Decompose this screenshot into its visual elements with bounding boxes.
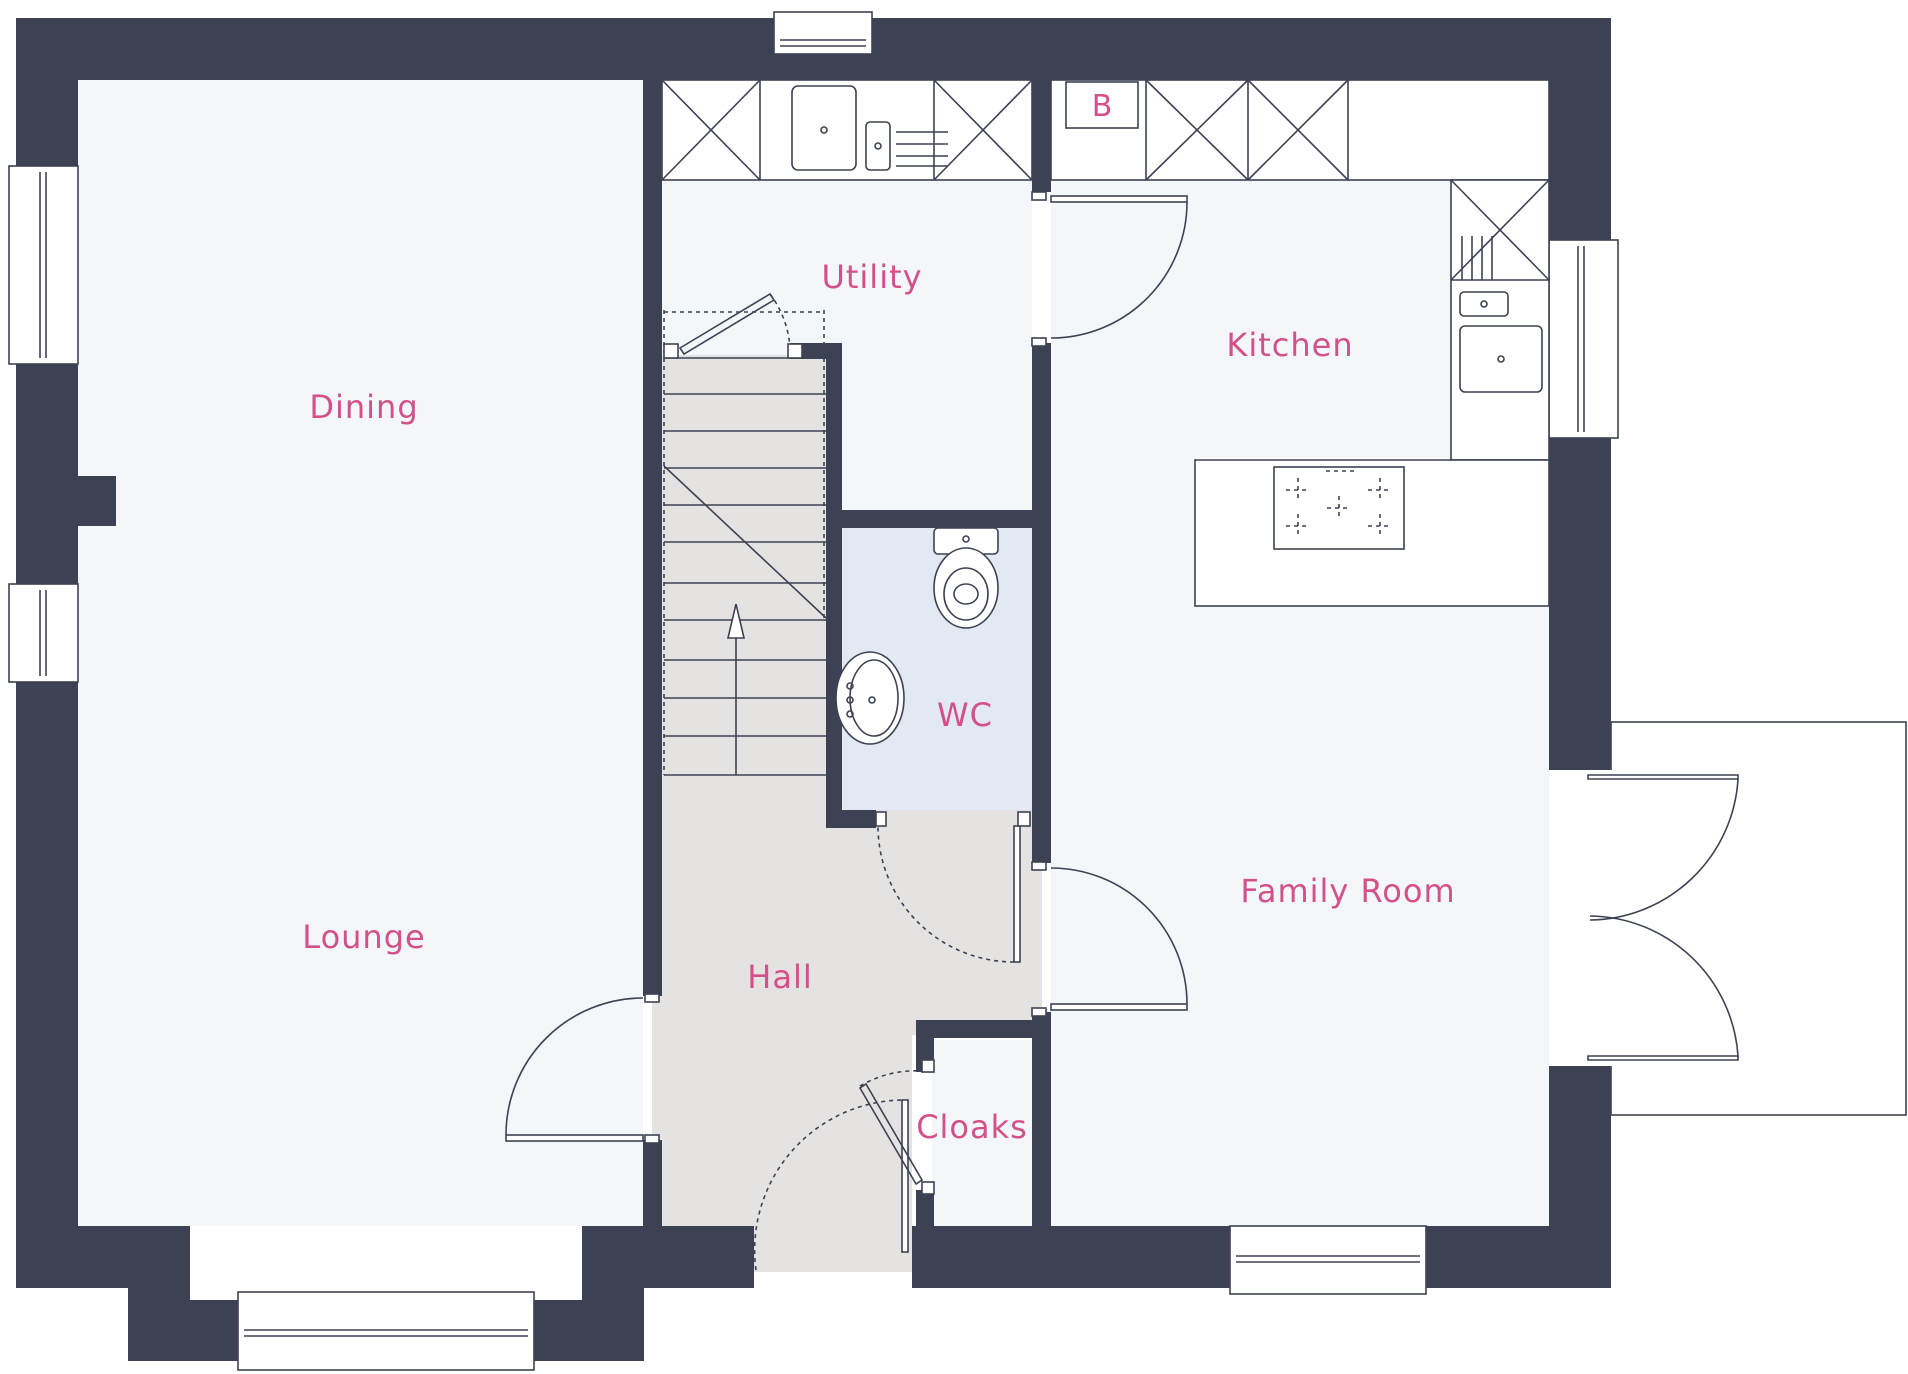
door-lounge-hall [505, 993, 660, 1144]
door-wc [875, 811, 1031, 963]
floor-areas [78, 80, 1549, 1272]
staircase [663, 292, 827, 776]
wc-fittings [835, 527, 999, 745]
patio-door-opening [1549, 770, 1619, 1066]
label-wc: WC [937, 696, 993, 734]
doors [505, 191, 1188, 1271]
boiler [1065, 81, 1139, 129]
stair-gate [678, 292, 776, 356]
wall-wc-top [826, 510, 1051, 528]
door-cloaks [858, 1059, 935, 1195]
wall-stair-side [826, 343, 842, 828]
cloaks-floor [932, 1040, 1032, 1226]
kitchen-units: B [1050, 79, 1550, 607]
room-labels: Dining Lounge Utility Kitchen WC Hall Cl… [302, 258, 1455, 1146]
door-front [753, 1099, 909, 1271]
utility-floor-lower [838, 350, 1032, 512]
label-lounge: Lounge [302, 918, 425, 956]
window-right-kitchen [1548, 239, 1619, 439]
french-door-swing-bottom [1589, 915, 1739, 1057]
wall-lounge-hall-lower [643, 1140, 662, 1226]
windows [8, 11, 1619, 1371]
wall-lounge-hall-upper [643, 80, 662, 996]
wall-utility-kitchen-mid [1032, 343, 1051, 863]
stair-hall-floor [662, 355, 830, 775]
dining-lounge-floor [78, 80, 643, 1226]
wall-hall-family [1032, 1012, 1051, 1226]
utility-sink [791, 85, 857, 171]
french-door-swing-top [1589, 778, 1739, 921]
door-utility-kitchen [1031, 191, 1188, 347]
hob [1273, 466, 1405, 550]
wc-pan [933, 547, 999, 629]
wall-cloaks-left-lower [916, 1190, 934, 1226]
utility-units [661, 79, 1033, 181]
window-bottom-family [1229, 1225, 1427, 1295]
window-left-dining-lower [8, 583, 79, 683]
utility-drainer-bowl [865, 121, 891, 171]
door-hall-family [1031, 861, 1188, 1017]
window-bottom-lounge [237, 1291, 535, 1371]
label-kitchen: Kitchen [1226, 326, 1353, 364]
wall-utility-kitchen-upper [1032, 80, 1051, 192]
window-left-dining-upper [8, 165, 79, 365]
wall-cloaks-top [916, 1020, 1051, 1038]
kitchen-sink-bowl-small [1459, 291, 1509, 317]
label-dining: Dining [309, 388, 418, 426]
window-top-utility [773, 11, 873, 55]
wall-cloaks-left [916, 1020, 934, 1072]
kitchen-sink-bowl [1459, 325, 1543, 393]
label-cloaks: Cloaks [916, 1108, 1028, 1146]
label-utility: Utility [821, 258, 922, 296]
label-family-room: Family Room [1240, 872, 1455, 910]
boiler-label: B [1092, 89, 1113, 124]
label-hall: Hall [747, 958, 812, 996]
wall-bottom-mid [582, 1226, 754, 1288]
chimney-nib [78, 476, 116, 526]
patio-doors [1549, 721, 1907, 1116]
wall-wc-bottom [826, 810, 876, 828]
